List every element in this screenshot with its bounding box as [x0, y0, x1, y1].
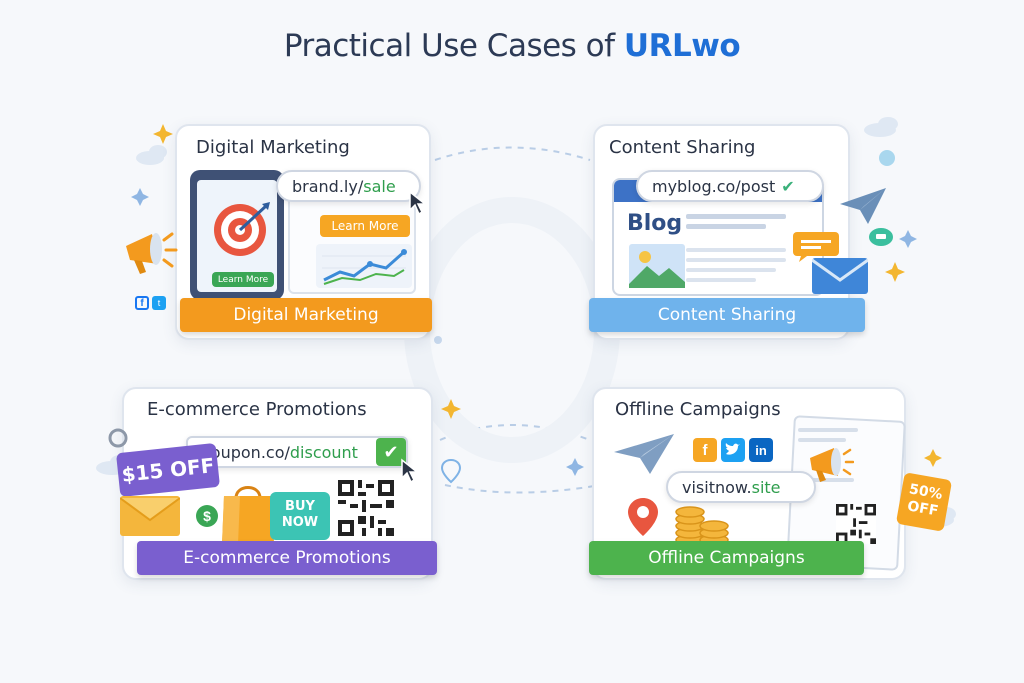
ribbon-offline-campaigns: Offline Campaigns — [589, 541, 864, 575]
image-icon — [629, 244, 685, 288]
ribbon-ecommerce-promotions: E-commerce Promotions — [137, 541, 437, 575]
learn-more-big-button[interactable]: Learn More — [320, 215, 410, 237]
qr-code-icon — [338, 480, 394, 536]
twitter-icon[interactable]: t — [152, 296, 166, 310]
blog-heading: Blog — [627, 211, 683, 236]
megaphone-icon — [810, 448, 854, 482]
buy-now-button[interactable]: BUY NOW — [270, 492, 330, 540]
shopping-bag-icon — [222, 486, 274, 544]
dollar-coin-icon: $ — [196, 505, 218, 527]
url-bar[interactable]: visitnow.site — [666, 471, 816, 503]
qr-code-icon — [836, 504, 876, 544]
discount-badge: 50% OFF — [895, 472, 953, 532]
card-title: E-commerce Promotions — [147, 399, 367, 420]
tag-hook-icon — [108, 428, 128, 448]
link-check-icon: ✔ — [781, 176, 795, 196]
twitter-icon[interactable] — [721, 438, 745, 462]
chat-bubble-icon — [869, 228, 893, 246]
learn-more-small-button[interactable]: Learn More — [212, 272, 274, 287]
social-icons: f t — [135, 296, 166, 310]
url-bar[interactable]: coupon.co/discount — [186, 436, 408, 468]
envelope-icon — [812, 258, 868, 294]
url-bar[interactable]: brand.ly/sale — [276, 170, 421, 202]
target-icon — [214, 202, 270, 256]
blog-lines — [686, 214, 786, 282]
location-pin-icon — [628, 498, 658, 536]
paper-plane-icon — [840, 188, 886, 224]
social-icons: f in — [693, 438, 773, 462]
card-title: Digital Marketing — [196, 137, 350, 158]
ribbon-digital-marketing: Digital Marketing — [180, 298, 432, 332]
facebook-icon[interactable]: f — [135, 296, 149, 310]
page-title: Practical Use Cases of URLwo — [283, 28, 741, 64]
ribbon-content-sharing: Content Sharing — [589, 298, 865, 332]
envelope-icon — [120, 496, 180, 536]
line-chart-icon — [316, 244, 412, 288]
card-title: Content Sharing — [609, 137, 756, 158]
card-title: Offline Campaigns — [615, 399, 781, 420]
megaphone-icon — [126, 232, 178, 274]
cursor-icon — [401, 458, 420, 484]
linkedin-icon[interactable]: in — [749, 438, 773, 462]
buy-now-line2: NOW — [281, 515, 319, 530]
cursor-icon — [409, 190, 428, 216]
chat-icon — [793, 232, 839, 262]
url-bar[interactable]: myblog.co/post✔ — [636, 170, 824, 202]
checkmark-icon: ✔ — [376, 438, 406, 466]
paper-plane-icon — [614, 434, 674, 474]
facebook-icon[interactable]: f — [693, 438, 717, 462]
buy-now-line1: BUY — [285, 499, 315, 514]
